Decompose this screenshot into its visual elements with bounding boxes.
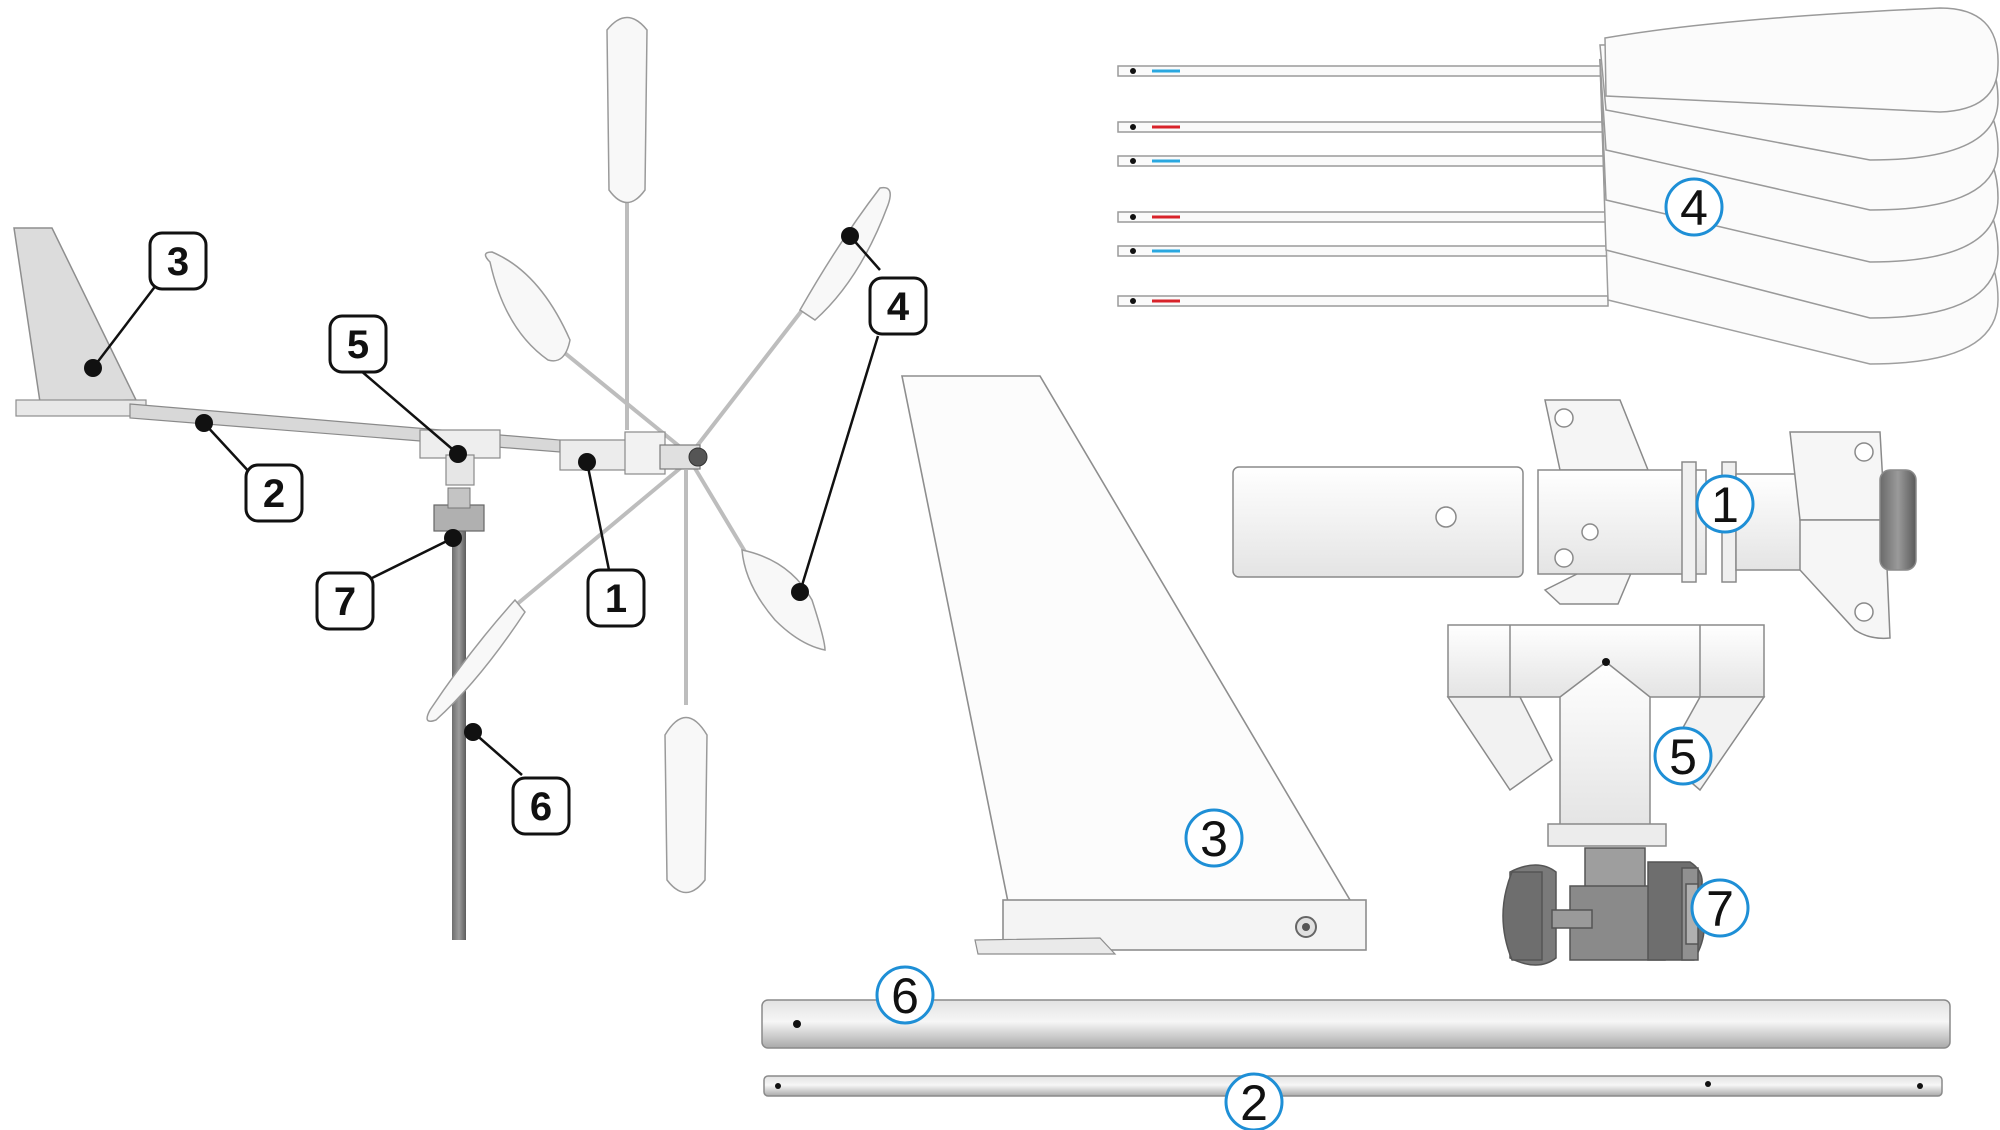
assembly-clamp (433, 504, 485, 532)
svg-text:1: 1 (605, 577, 627, 621)
svg-text:4: 4 (1680, 180, 1708, 236)
part-7-clamp (1502, 847, 1705, 966)
assembly-callout-5: 5 (328, 314, 388, 374)
assembly-leader-lines (92, 235, 881, 776)
part-callout-1: 1 (1695, 474, 1755, 534)
svg-text:3: 3 (1200, 811, 1228, 867)
svg-text:5: 5 (347, 323, 369, 367)
assembly-callout-4: 4 (868, 276, 928, 336)
part-callout-2: 2 (1224, 1072, 1284, 1130)
part-callout-3: 3 (1184, 808, 1244, 868)
svg-text:6: 6 (891, 968, 919, 1024)
svg-text:2: 2 (263, 472, 285, 516)
svg-text:6: 6 (530, 785, 552, 829)
part-1-generator (1232, 399, 1917, 640)
svg-text:5: 5 (1669, 729, 1697, 785)
svg-text:4: 4 (887, 285, 910, 329)
assembly-tail-fin (13, 227, 138, 403)
part-5-pivot (1446, 624, 1766, 847)
part-callout-7: 7 (1690, 878, 1750, 938)
part-3-tail-fin (901, 375, 1367, 955)
svg-text:1: 1 (1711, 477, 1739, 533)
blade-rods (1117, 65, 1609, 307)
assembly-rotor (426, 16, 891, 894)
part-callout-6: 6 (875, 965, 935, 1025)
part-6-pole (761, 999, 1951, 1049)
part-2-boom (763, 1075, 1943, 1097)
assembled-turbine: 3 5 4 2 7 1 6 (13, 16, 928, 940)
svg-text:7: 7 (334, 580, 356, 624)
svg-text:7: 7 (1706, 881, 1734, 937)
svg-text:2: 2 (1240, 1075, 1268, 1130)
svg-text:3: 3 (167, 240, 189, 284)
blade-color-marks (1152, 69, 1180, 303)
part-4-blades (1117, 7, 1999, 365)
part-callout-4: 4 (1664, 177, 1724, 237)
part-callout-5: 5 (1653, 726, 1713, 786)
blade-end-holes (1130, 68, 1136, 304)
assembly-anchor-dots (84, 227, 859, 741)
assembly-callout-2: 2 (244, 463, 304, 523)
blade-paddles (1599, 7, 1999, 365)
assembly-pole (452, 530, 466, 940)
assembly-callout-7: 7 (315, 571, 375, 631)
assembly-callout-3: 3 (148, 231, 208, 291)
assembly-callout-1: 1 (586, 568, 646, 628)
assembly-callout-6: 6 (511, 776, 571, 836)
